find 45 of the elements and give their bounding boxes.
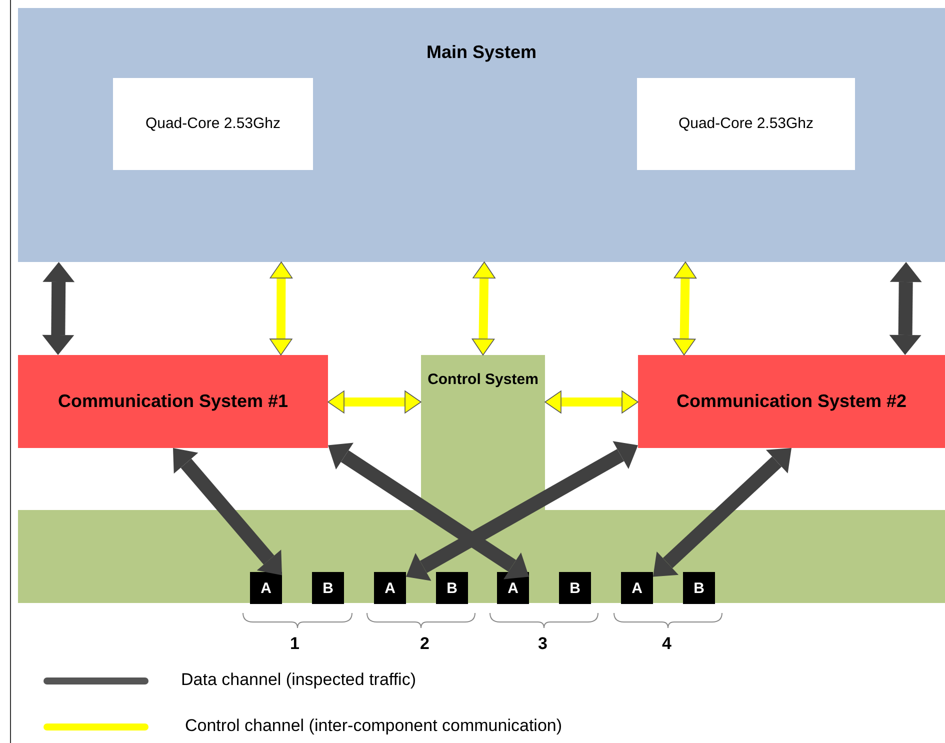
control-channel-arrow bbox=[544, 390, 638, 414]
port-box bbox=[374, 572, 406, 604]
system-box bbox=[421, 355, 545, 440]
port-label: B bbox=[322, 580, 334, 596]
group-number: 1 bbox=[290, 634, 300, 654]
data-channel-arrow bbox=[889, 262, 922, 355]
port-label: A bbox=[632, 580, 642, 596]
port-label: A bbox=[508, 580, 518, 596]
port-box bbox=[559, 572, 591, 604]
data-channel-arrow bbox=[328, 442, 529, 580]
group-number: 4 bbox=[662, 634, 672, 654]
system-panel bbox=[18, 8, 945, 262]
control-channel-arrow bbox=[672, 262, 697, 356]
control-channel-arrow bbox=[472, 262, 496, 356]
system-box bbox=[18, 355, 328, 448]
data-channel-arrow bbox=[406, 441, 638, 581]
processor-box bbox=[637, 78, 855, 170]
legend-text: Data channel (inspected traffic) bbox=[181, 670, 416, 690]
box-label: Control System bbox=[428, 371, 538, 388]
control-channel-arrow bbox=[270, 262, 293, 356]
legend-text: Control channel (inter-component communication) bbox=[185, 716, 562, 736]
box-label: Communication System #1 bbox=[58, 391, 288, 412]
port-label: B bbox=[570, 580, 580, 596]
port-band bbox=[18, 510, 945, 603]
control-channel-arrow bbox=[328, 390, 422, 414]
port-box bbox=[312, 572, 344, 604]
data-channel-arrow bbox=[42, 262, 75, 355]
port-label: B bbox=[694, 580, 704, 596]
port-box bbox=[250, 572, 282, 604]
panel-title: Main System bbox=[426, 42, 537, 63]
port-box bbox=[436, 572, 468, 604]
data-channel-arrow bbox=[173, 448, 282, 576]
port-box bbox=[621, 572, 653, 604]
port-box bbox=[683, 572, 715, 604]
port-label: B bbox=[446, 580, 458, 596]
box-label: Quad-Core 2.53Ghz bbox=[145, 114, 281, 134]
data-channel-arrow bbox=[653, 448, 792, 577]
group-number: 2 bbox=[420, 634, 430, 654]
port-label: A bbox=[384, 580, 396, 596]
group-number: 3 bbox=[538, 634, 548, 654]
processor-box bbox=[113, 78, 313, 170]
box-label: Communication System #2 bbox=[676, 391, 907, 412]
box-label: Quad-Core 2.53Ghz bbox=[678, 114, 814, 134]
port-label: A bbox=[260, 580, 272, 596]
system-box bbox=[638, 355, 945, 448]
